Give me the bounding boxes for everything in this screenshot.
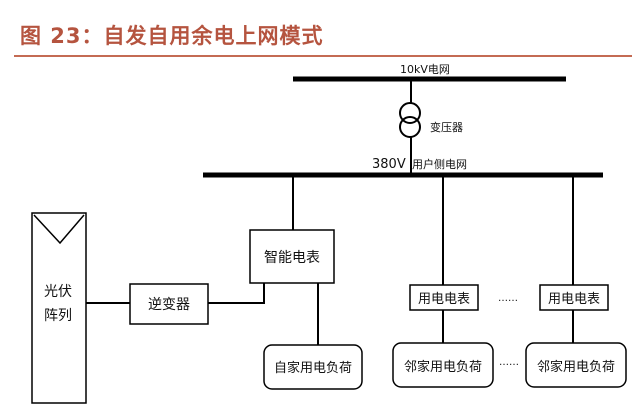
pv-array-symbol xyxy=(33,214,85,245)
title-divider xyxy=(14,55,632,57)
own-load-label: 自家用电负荷 xyxy=(274,360,352,376)
meter-2-label: 用电电表 xyxy=(548,292,600,307)
meter-1-label: 用电电表 xyxy=(418,292,470,307)
inverter-to-meter-line xyxy=(208,283,265,304)
own-load-box xyxy=(263,344,363,390)
voltage-380v-label: 380V xyxy=(372,157,406,172)
neighbor-load-2-box xyxy=(525,342,627,388)
ellipsis-between-loads: …… xyxy=(499,357,519,368)
transformer-label: 变压器 xyxy=(430,120,463,134)
inverter-label: 逆变器 xyxy=(148,297,190,313)
neighbor-load-1-box xyxy=(392,342,494,388)
user-grid-label: 用户侧电网 xyxy=(412,157,467,171)
neighbor-load-2-label: 邻家用电负荷 xyxy=(537,359,615,375)
meter-2-box xyxy=(539,284,609,311)
pv-label-line2: 阵列 xyxy=(44,308,72,324)
ellipsis-between-meters: …… xyxy=(498,293,518,304)
neighbor-load-1-label: 邻家用电负荷 xyxy=(404,359,482,375)
pv-array-box xyxy=(31,212,87,404)
transformer-coil-upper xyxy=(399,102,421,124)
pv-label-line1: 光伏 xyxy=(44,284,72,300)
smart-meter-box xyxy=(249,229,335,284)
grid-10kv-label: 10kV电网 xyxy=(400,63,450,76)
smart-meter-label: 智能电表 xyxy=(264,250,320,266)
figure-title: 图 23：自发自用余电上网模式 xyxy=(20,24,324,48)
transformer-coil-lower xyxy=(399,116,421,138)
